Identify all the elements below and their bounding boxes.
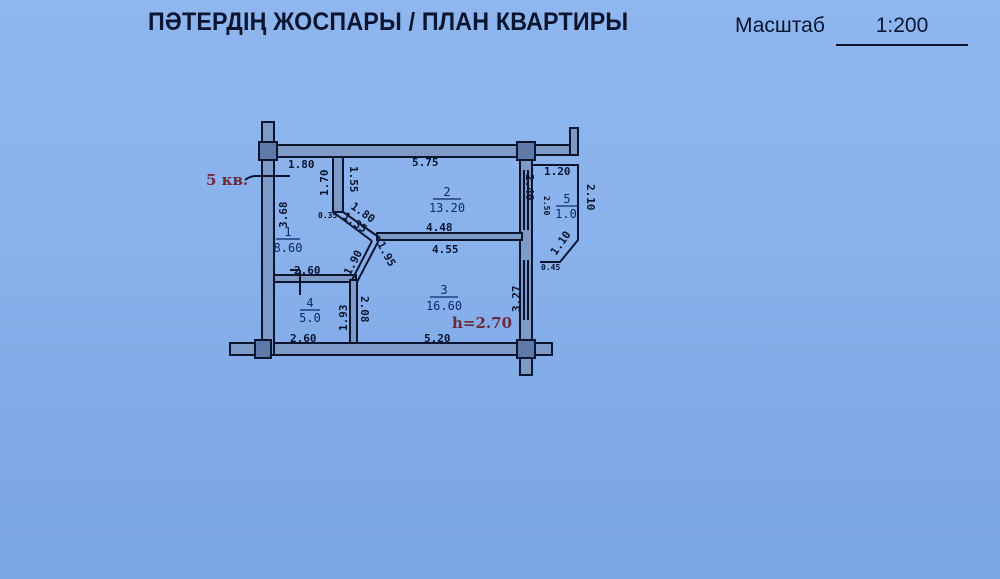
room-2-label: 2 13.20 (429, 185, 465, 215)
wall-diag-1b (332, 211, 373, 242)
svg-text:13.20: 13.20 (429, 201, 465, 215)
ceiling-height: h=2.70 (452, 314, 512, 332)
room-5-label: 5 1.0 (555, 192, 578, 221)
wall-r1-r2 (332, 156, 344, 213)
wall-r1-r4 (273, 274, 357, 283)
dim-r2-left: 1.55 (347, 166, 360, 193)
wall-r2-r3 (376, 232, 523, 241)
dim-r5-diag: 1.10 (548, 229, 574, 258)
dim-r1-left: 3.68 (277, 202, 290, 229)
svg-text:16.60: 16.60 (426, 299, 462, 313)
svg-text:5: 5 (563, 192, 570, 206)
apartment-pointer (244, 175, 290, 181)
dim-r1-corner: 0.35 (318, 211, 337, 220)
dim-r1-right: 1.70 (318, 170, 331, 197)
dim-r5-right: 2.10 (584, 184, 597, 211)
dim-r4-right: 1.93 (337, 305, 350, 332)
wall-stub-top-right (569, 127, 579, 156)
wall-diag-2b (356, 237, 381, 283)
scale-value: 1:200 (836, 14, 968, 46)
dim-r3-bottom: 5.20 (424, 332, 451, 345)
svg-text:5.0: 5.0 (299, 311, 321, 325)
dim-r4-bottom: 2.60 (290, 332, 317, 345)
column-top-left (258, 141, 278, 161)
apartment-label: 5 кв. (206, 171, 248, 189)
dim-r5-left: 2.50 (542, 196, 551, 215)
svg-text:4: 4 (306, 296, 313, 310)
room-4-label: 4 5.0 (299, 296, 321, 325)
dim-r3-left: 2.08 (358, 296, 371, 323)
dim-r3-right: 3.27 (510, 286, 523, 313)
wall-top (261, 144, 531, 158)
wall-diag-2 (351, 240, 373, 281)
dim-r5-bottom: 0.45 (541, 263, 560, 272)
svg-text:2: 2 (443, 185, 450, 199)
scale-label: Масштаб (735, 14, 825, 37)
wall-r4-r3 (349, 279, 358, 344)
page-title: ПӘТЕРДІҢ ЖОСПАРЫ / ПЛАН КВАРТИРЫ (148, 8, 629, 36)
dim-corr-d: 1.95 (374, 239, 398, 269)
dim-r2-top: 5.75 (412, 156, 439, 169)
svg-text:8.60: 8.60 (274, 241, 303, 255)
column-top-right (516, 141, 536, 161)
room-3-label: 3 16.60 (426, 283, 462, 313)
svg-text:3: 3 (440, 283, 447, 297)
dim-r5-top: 1.20 (544, 165, 571, 178)
svg-text:1.0: 1.0 (555, 207, 577, 221)
svg-text:1: 1 (284, 225, 291, 239)
dim-r3-top: 4.55 (432, 243, 459, 256)
column-bottom-left (254, 339, 272, 359)
dim-r2-right: 2.40 (523, 174, 536, 201)
wall-diag-1 (342, 211, 381, 239)
dim-r1-top: 1.80 (288, 158, 315, 171)
room-1-label: 1 8.60 (274, 225, 303, 255)
dim-r4-top: 2.60 (294, 264, 321, 277)
column-bottom-right (516, 339, 536, 359)
room-5-outline (540, 164, 579, 263)
dim-r2-bottom: 4.48 (426, 221, 453, 234)
